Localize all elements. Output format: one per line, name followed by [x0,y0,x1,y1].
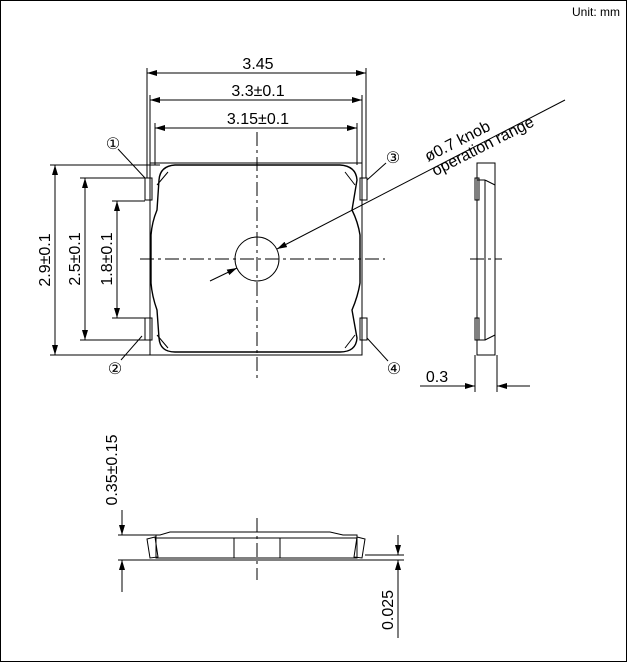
dim-height-inner: 1.8±0.1 [99,232,116,285]
dim-offset: 0.025 [380,590,397,630]
dim-width-overall: 3.45 [242,56,273,73]
dim-height: 0.35±0.15 [104,434,121,505]
knob-circle [234,236,280,282]
dim-height-pins: 2.5±0.1 [67,232,84,285]
dim-width-inner: 3.15±0.1 [227,111,289,128]
pin-4 [359,317,368,341]
unit-label: Unit: mm [572,5,620,19]
switch-body-outline [150,164,361,353]
pin-1 [144,177,153,201]
top-view: 3.45 3.3±0.1 3.15±0.1 2.9±0.1 2.5±0.1 1.… [37,56,566,378]
pin-callout-4: ④ [387,361,401,378]
side-view: 0.3 [420,162,530,392]
dim-width-body: 3.3±0.1 [231,83,284,100]
dim-thickness: 0.3 [426,369,448,386]
pin-callout-1: ① [106,136,120,153]
pin-2 [144,317,153,341]
pin-callout-3: ③ [386,150,400,167]
pin-3 [359,177,368,201]
dim-height-overall: 2.9±0.1 [37,233,54,286]
front-view: 0.35±0.15 0.025 [104,434,404,638]
pin-callout-2: ② [108,361,122,378]
